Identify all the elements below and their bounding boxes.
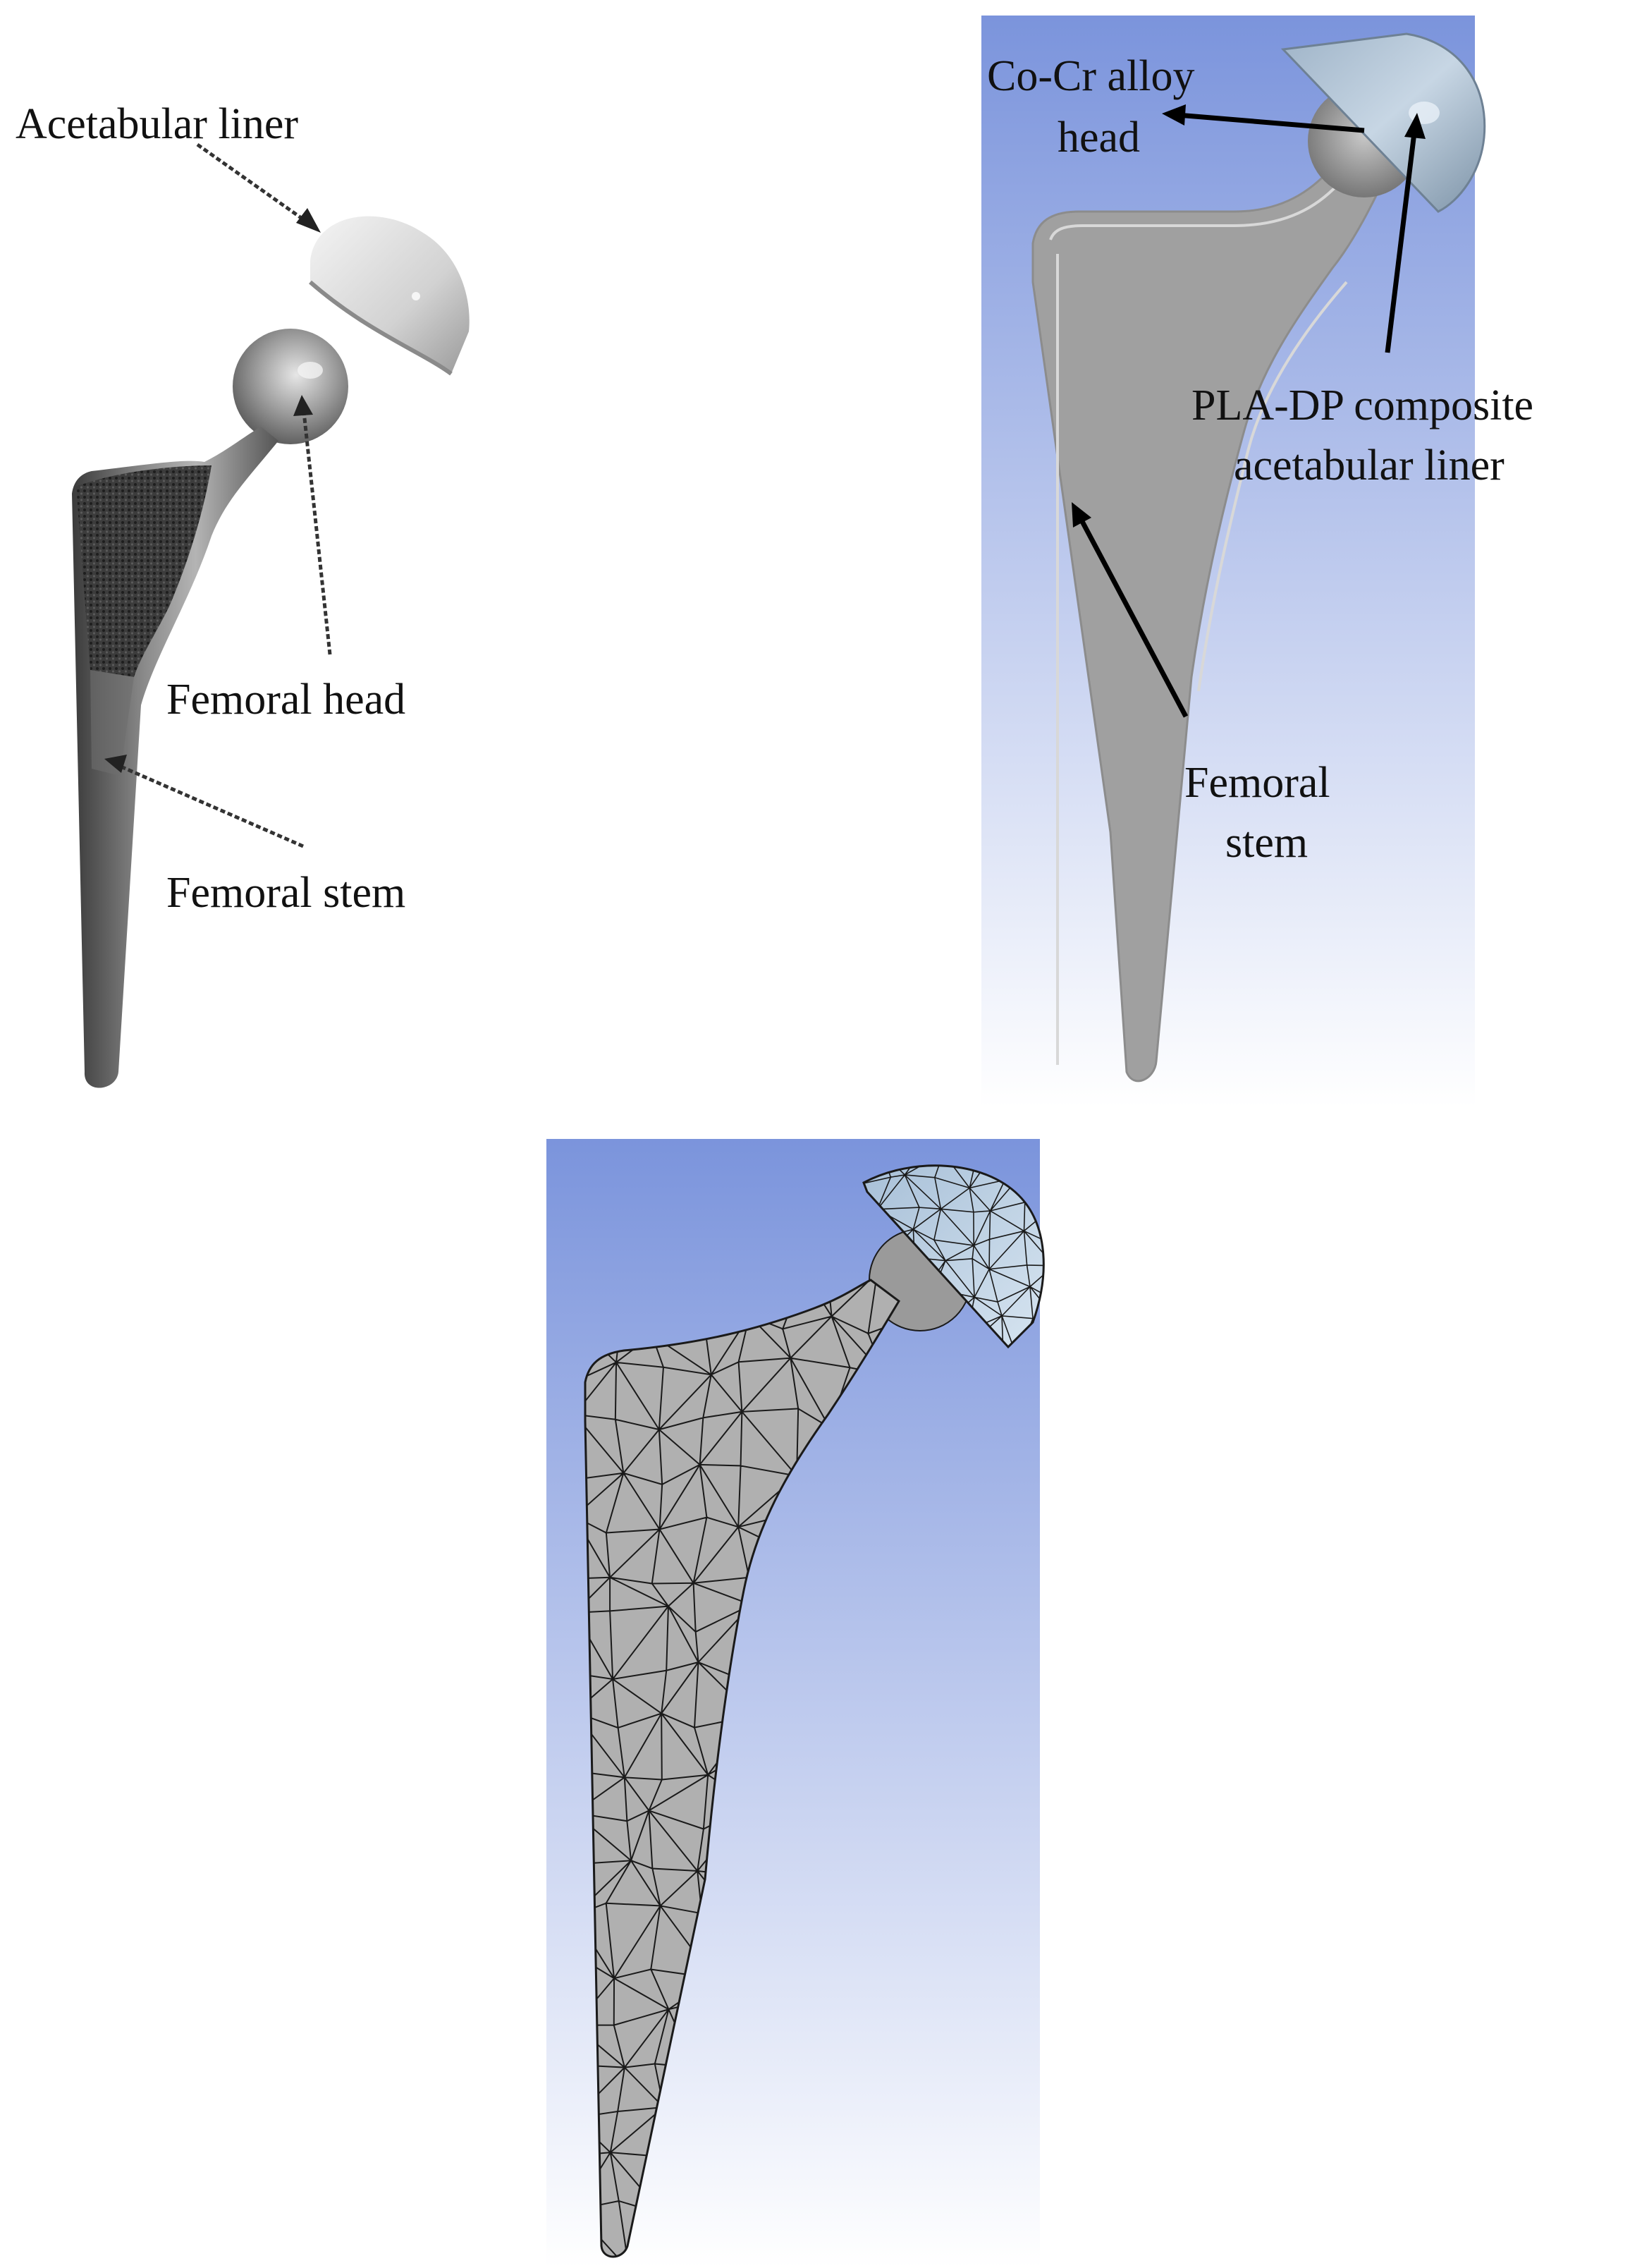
cad-stem-arrow [1072, 502, 1189, 718]
cad-background [981, 16, 1475, 1107]
cad-femoral-stem [1031, 122, 1405, 1083]
femoral-stem-arrowhead [104, 755, 127, 773]
femoral-stem-label: Femoral stem [166, 869, 405, 917]
pla-dp-liner-label-line1: PLA-DP composite [1191, 382, 1533, 429]
femoral-head-arrowhead [293, 395, 313, 416]
cad-stem-edge-highlight [1049, 164, 1355, 1065]
femoral-head-label: Femoral head [166, 676, 405, 724]
pla-dp-liner-label-line2: acetabular liner [1234, 441, 1505, 489]
mesh-model-panel [546, 1139, 1068, 2268]
cad-model-panel: Co-Cr alloy head PLA-DP composite acetab… [966, 0, 1630, 1128]
femoral-head-leader [301, 405, 332, 655]
cocr-head-label-line1: Co-Cr alloy [987, 52, 1194, 100]
cad-head-arrow [1162, 104, 1365, 133]
cocr-head-label-line2: head [1058, 114, 1140, 161]
implant-photo-panel: Acetabular liner Femoral head Femoral st… [0, 0, 508, 1128]
femoral-stem-leader [111, 761, 305, 848]
cad-femoral-stem-label-line2: stem [1225, 819, 1308, 867]
mesh-model-figure [546, 1139, 1045, 2268]
femoral-head-shape [233, 329, 348, 444]
acetabular-liner-arrowhead [296, 208, 321, 233]
cad-model-figure: Co-Cr alloy head PLA-DP composite acetab… [981, 16, 1533, 1107]
cad-pla-dp-liner [1280, 32, 1486, 213]
cad-femoral-stem-label-line1: Femoral [1184, 759, 1330, 807]
femoral-stem-shape [72, 427, 278, 1088]
acetabular-liner-label: Acetabular liner [16, 100, 298, 148]
cad-liner-arrow [1385, 113, 1426, 353]
acetabular-liner-leader [196, 142, 312, 226]
acetabular-liner-shape [309, 216, 470, 376]
implant-photo-figure: Acetabular liner Femoral head Femoral st… [16, 100, 470, 1088]
